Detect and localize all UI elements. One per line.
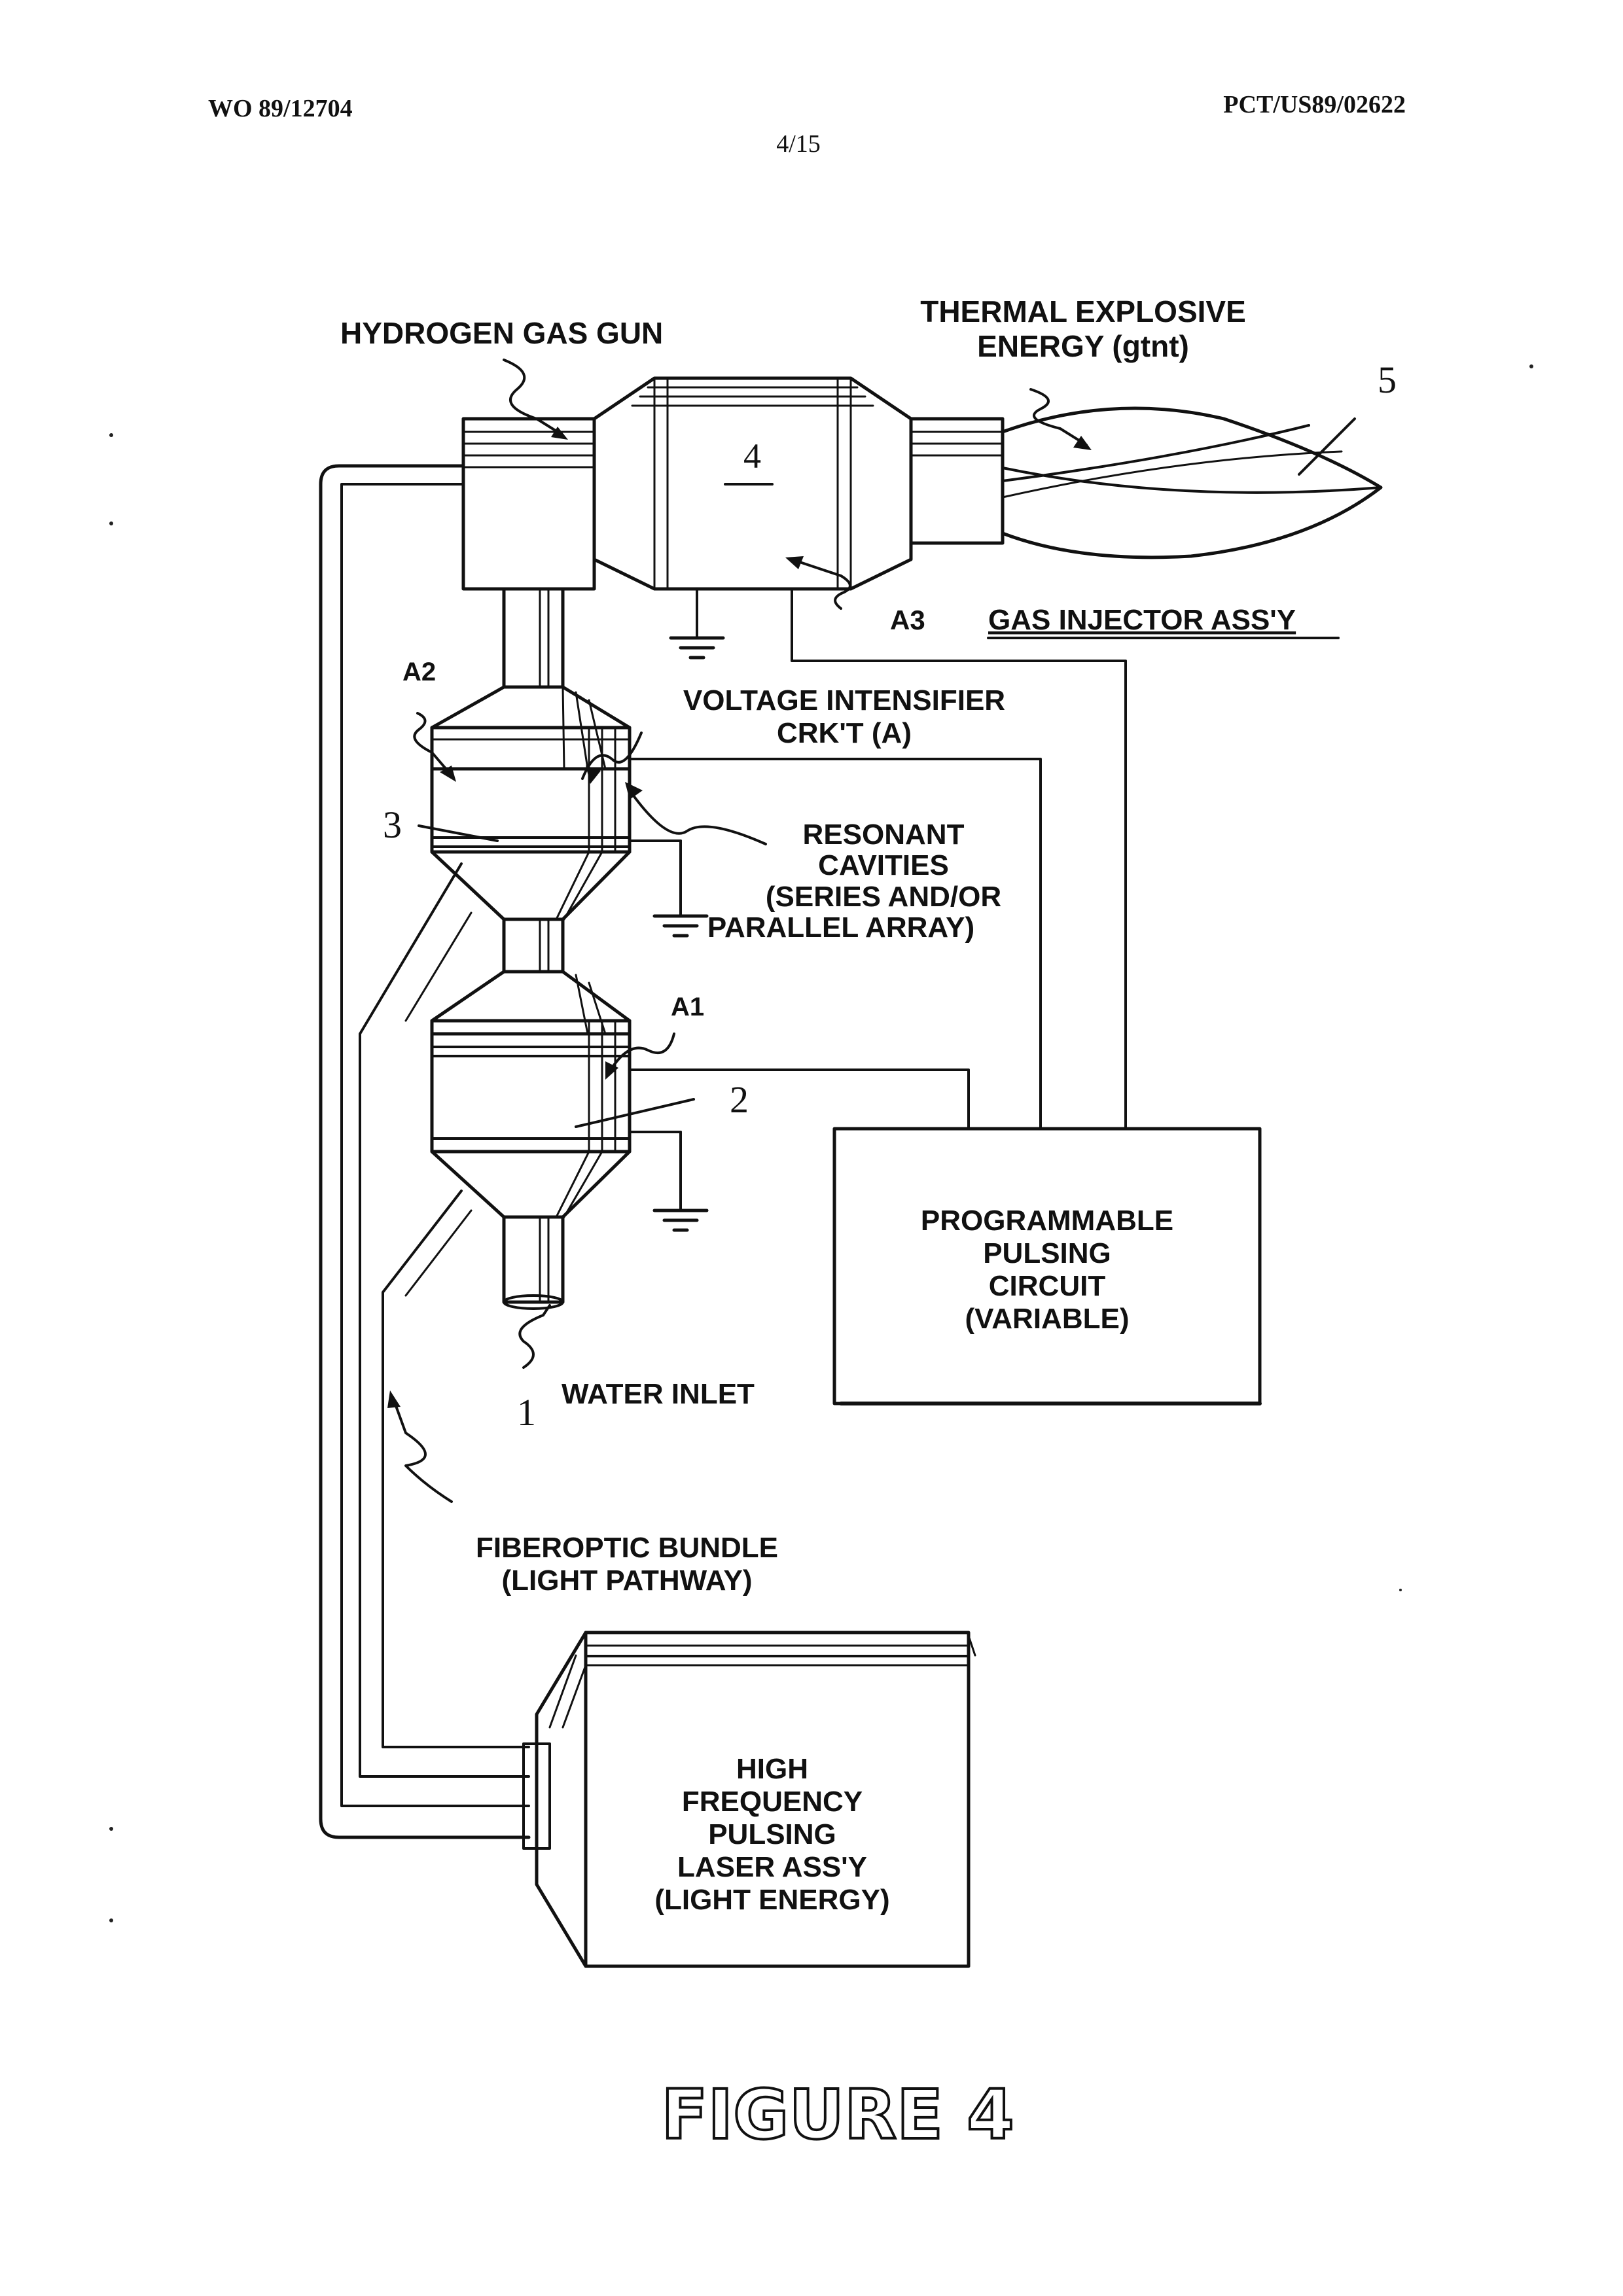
thermal-explosive-label-line1: THERMAL EXPLOSIVE [920,294,1246,328]
programmable-circuit-label-line1: PROGRAMMABLE [921,1205,1173,1237]
fiberoptic-label-line2: (LIGHT PATHWAY) [502,1564,753,1597]
resonant-cavities-label-line4: PARALLEL ARRAY) [707,911,974,944]
ref-a3: A3 [890,605,925,635]
resonant-cavities-label-line1: RESONANT [803,819,965,851]
hydrogen-gas-gun-label: HYDROGEN GAS GUN [340,316,663,350]
programmable-circuit-label-line2: PULSING [983,1237,1111,1269]
resonant-cavities-label-line2: CAVITIES [818,849,949,881]
laser-label-line3: PULSING [708,1818,836,1850]
ref-numeral-4: 4 [743,436,761,476]
gas-injector-label: GAS INJECTOR ASS'Y [988,604,1296,636]
ref-a2: A2 [402,658,436,686]
resonant-cavity-upper [432,687,630,919]
water-inlet-pipe [504,1217,563,1302]
programmable-circuit-label-line3: CIRCUIT [989,1270,1106,1302]
resonant-cavity-lower [432,972,630,1217]
connecting-pipe-middle [504,919,563,972]
thermal-explosive-label-line2: ENERGY (gtnt) [977,329,1189,363]
laser-label-line1: HIGH [736,1753,808,1785]
laser-label-line4: LASER ASS'Y [677,1851,867,1883]
thermal-energy-flame: 5 [1003,359,1397,557]
publication-number: WO 89/12704 [208,95,353,122]
hydrogen-gun-leader [504,360,563,435]
voltage-intensifier-label-line2: CRK'T (A) [777,717,912,749]
programmable-circuit-label-line4: (VARIABLE) [965,1303,1130,1335]
sheet-number: 4/15 [776,130,821,158]
injector-right-neck [911,419,1003,543]
ref-numeral-2: 2 [730,1078,749,1121]
ref-numeral-3: 3 [383,804,402,846]
gas-injector-assembly: 4 A3 [463,378,1003,658]
ref-numeral-5: 5 [1378,359,1397,401]
fiberoptic-label-line1: FIBEROPTIC BUNDLE [476,1532,778,1564]
laser-label-line2: FREQUENCY [682,1786,863,1818]
connecting-pipe-upper [504,589,563,687]
ground-symbol-upper [630,841,707,936]
ref-numeral-1: 1 [517,1391,536,1434]
figure-caption: FIGURE 4 [661,2075,1014,2155]
ref-a1: A1 [671,993,704,1021]
voltage-intensifier-label-line1: VOLTAGE INTENSIFIER [683,684,1005,716]
water-inlet-label: WATER INLET [562,1378,755,1410]
laser-label-line5: (LIGHT ENERGY) [654,1884,889,1916]
fiberoptic-leader [393,1397,452,1502]
pct-number: PCT/US89/02622 [1223,91,1406,118]
ground-symbol-lower [630,1132,707,1230]
resonant-cavities-label-line3: (SERIES AND/OR [766,881,1001,913]
